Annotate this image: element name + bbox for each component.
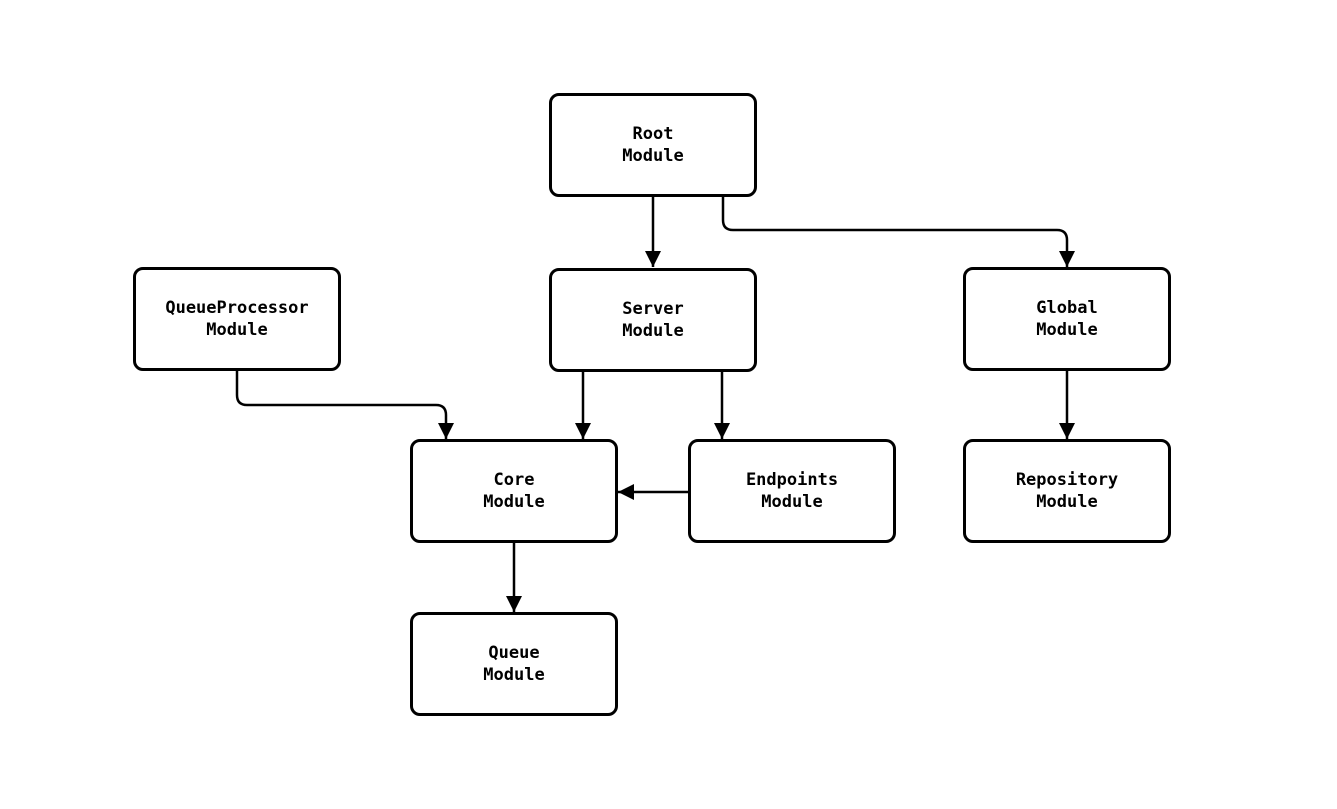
node-core-module: Core Module — [410, 439, 618, 543]
node-root-module: Root Module — [549, 93, 757, 197]
node-queue-module: Queue Module — [410, 612, 618, 716]
node-queueprocessor-module: QueueProcessor Module — [133, 267, 341, 371]
node-repository-module: Repository Module — [963, 439, 1171, 543]
node-server-module: Server Module — [549, 268, 757, 372]
node-endpoints-module: Endpoints Module — [688, 439, 896, 543]
edge-queueprocessor-core — [235, 371, 454, 439]
edge-root-global — [721, 197, 1075, 267]
node-global-module: Global Module — [963, 267, 1171, 371]
